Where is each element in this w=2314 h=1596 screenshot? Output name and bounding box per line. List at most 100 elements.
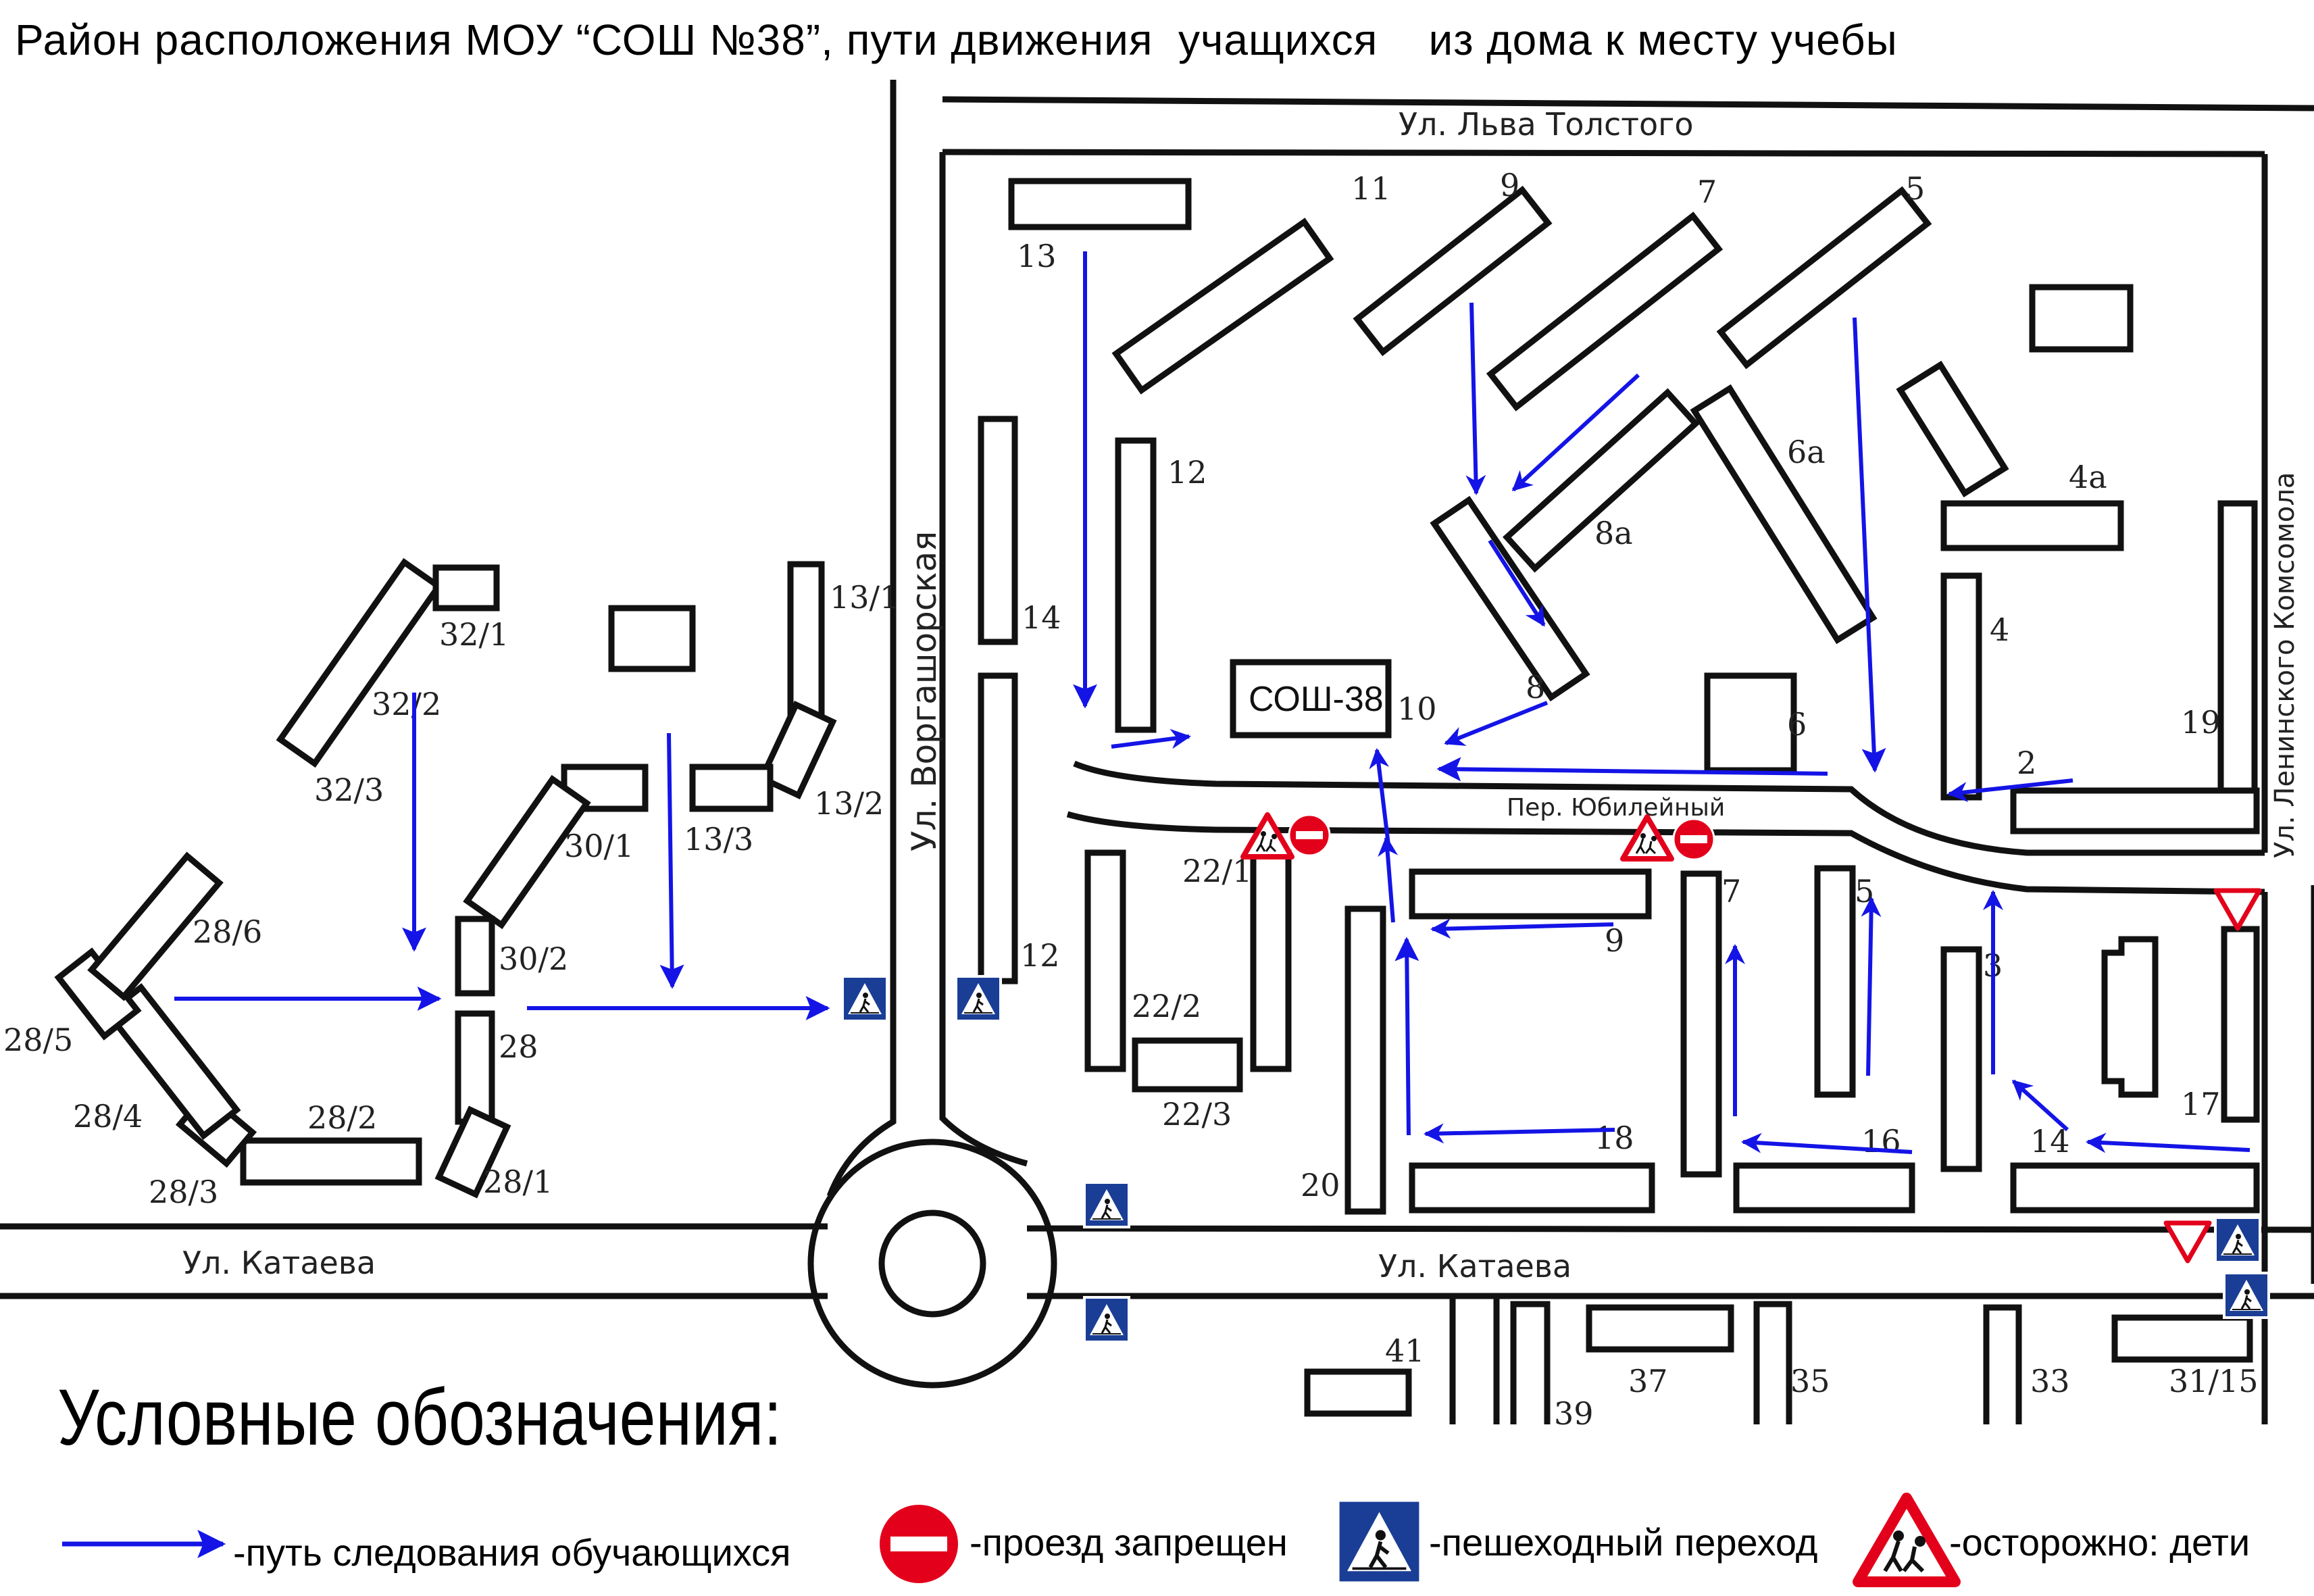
label-4: 4 (1990, 612, 2009, 648)
building-11 (1111, 218, 1334, 395)
building-28 (455, 1010, 495, 1125)
yield-sign-icon (2166, 1223, 2209, 1261)
route-arrow-icon (1465, 302, 1486, 495)
label-6: 6 (1787, 706, 1807, 743)
building-7-lower (1680, 870, 1722, 1178)
label-8a: 8а (1594, 515, 1633, 551)
legend-crossing-label: -пешеходный переход (1429, 1521, 1818, 1564)
legend-no-entry-label: -проезд запрещен (970, 1521, 1288, 1564)
building-17 (2221, 926, 2260, 1123)
building-37 (1586, 1304, 1734, 1353)
route-arrow-icon (2011, 1079, 2069, 1132)
label-19: 19 (2181, 704, 2221, 741)
label-35: 35 (1790, 1363, 1830, 1399)
route-arrow-icon (1424, 1123, 1615, 1144)
children-warning-icon (1243, 815, 1292, 857)
route-arrow-icon (1111, 728, 1191, 749)
label-2: 2 (2017, 745, 2036, 781)
building-22-1 (1250, 849, 1292, 1072)
label-11: 11 (1351, 170, 1391, 207)
label-14-lower: 14 (2030, 1123, 2070, 1159)
label-16: 16 (1861, 1123, 1901, 1159)
building-12-lower (978, 672, 1018, 984)
building-31-15 (2111, 1314, 2253, 1363)
building-4a (1940, 500, 2124, 551)
pedestrian-crossing-icon (1082, 1295, 1132, 1345)
no-entry-icon (1672, 818, 1715, 861)
building-4 (1940, 572, 1982, 801)
label-6a: 6а (1787, 434, 1826, 470)
building-8 (1430, 495, 1590, 702)
building-2 (2010, 787, 2260, 834)
building-18 (1409, 1162, 1655, 1214)
pedestrian-crossing-icon (2213, 1215, 2263, 1265)
label-41: 41 (1385, 1332, 1425, 1369)
label-28-5: 28/5 (3, 1022, 73, 1058)
label-13: 13 (1017, 238, 1057, 274)
buildings-bottom-strip (1304, 1301, 2253, 1446)
label-9-lower: 9 (1605, 922, 1624, 959)
student-routes (174, 251, 2250, 1154)
label-20: 20 (1301, 1167, 1340, 1203)
label-28: 28 (499, 1028, 538, 1065)
building-28-2 (240, 1137, 422, 1186)
legend-children-label: -осторожно: дети (1949, 1521, 2250, 1564)
building-14-lower (2010, 1162, 2260, 1214)
route-arrow-icon (1861, 897, 1882, 1076)
label-28-4: 28/4 (73, 1098, 143, 1134)
label-18: 18 (1594, 1120, 1634, 1156)
label-8: 8 (1526, 669, 1545, 705)
label-10: 10 (1397, 691, 1437, 727)
school-label: СОШ-38 (1249, 680, 1384, 719)
building-13-2 (757, 700, 837, 800)
label-28-2: 28/2 (307, 1099, 377, 1136)
building-16 (1733, 1162, 1915, 1214)
building-22-3 (1132, 1037, 1243, 1093)
buildings-left-block (54, 557, 837, 1199)
children-warning-icon (1623, 817, 1671, 859)
building-19 (2217, 500, 2258, 807)
label-22-1: 22/1 (1182, 853, 1252, 889)
building-6 (1704, 672, 1797, 774)
building-22-2 (1084, 849, 1126, 1072)
label-28-1: 28/1 (483, 1164, 553, 1200)
route-arrow-icon (1853, 317, 1886, 773)
label-30-2: 30/2 (499, 941, 568, 977)
street-vorgashorskaya: Ул. Воргашорская (905, 531, 944, 851)
label-33: 33 (2030, 1363, 2070, 1399)
label-9: 9 (1500, 167, 1519, 203)
pedestrian-crossing-icon (1082, 1180, 1132, 1230)
label-13-1: 13/1 (830, 579, 899, 616)
pedestrian-crossing-icon (2221, 1270, 2271, 1320)
route-arrow-icon (1947, 778, 2073, 802)
street-yubileyny: Пер. Юбилейный (1507, 794, 1725, 822)
building-14 (978, 416, 1018, 645)
building-33 (1983, 1304, 2022, 1446)
building-9-lower (1409, 868, 1652, 920)
legend-pedestrian-crossing-icon (1334, 1497, 1424, 1587)
label-17: 17 (2181, 1086, 2221, 1122)
building-odd-shape (2101, 936, 2159, 1098)
label-7: 7 (1697, 174, 1717, 210)
street-kataeva-left: Ул. Катаева (182, 1245, 376, 1281)
building-13-1 (787, 561, 825, 723)
building-5 (1716, 186, 1932, 370)
label-32-2: 32/2 (372, 686, 441, 722)
label-13-2: 13/2 (814, 785, 884, 822)
pedestrian-crossing-icon (840, 974, 890, 1024)
road-outlines (0, 80, 2314, 1432)
label-28-6: 28/6 (193, 914, 262, 950)
label-22-2: 22/2 (1132, 988, 1201, 1024)
route-arrow-icon (1741, 1132, 1913, 1154)
label-12-lower: 12 (1020, 937, 1060, 974)
route-arrow-icon (1430, 918, 1614, 939)
building-30-2 (455, 916, 495, 997)
page-title: Район расположения МОУ “СОШ №38”, пути д… (15, 16, 1898, 64)
route-arrow-icon (1488, 539, 1546, 627)
label-28-3: 28/3 (149, 1174, 218, 1210)
building-32-2 (276, 557, 443, 768)
label-12: 12 (1167, 454, 1207, 491)
label-13-3: 13/3 (684, 821, 753, 857)
legend-icons (62, 1497, 1955, 1587)
